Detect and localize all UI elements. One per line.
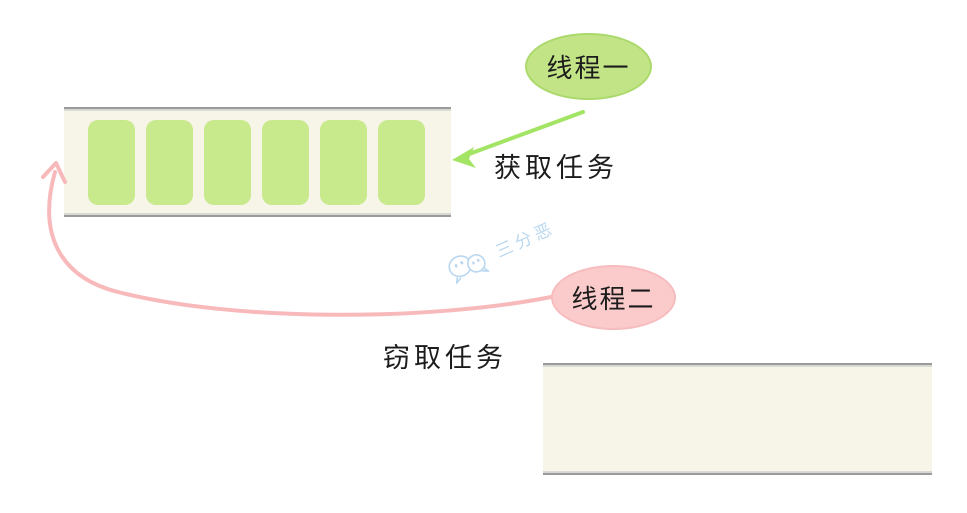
watermark-text: 三分恶 (492, 217, 558, 261)
task-item (320, 119, 367, 205)
thread-one-bubble: 线程一 (525, 33, 652, 100)
task-item (204, 119, 251, 205)
task-item (378, 119, 425, 205)
task-item (88, 119, 135, 205)
thread-two-bubble: 线程二 (551, 265, 676, 330)
thread-two-label: 线程二 (571, 285, 656, 314)
watermark: 三分恶 (438, 206, 561, 290)
task-queue-thread-one (64, 107, 451, 217)
task-queue-thread-two-empty (543, 363, 932, 475)
task-item (146, 119, 193, 205)
steal-task-label: 窃取任务 (383, 343, 507, 373)
fetch-task-label: 获取任务 (494, 153, 618, 183)
thread-one-label: 线程一 (546, 54, 631, 83)
task-item (262, 119, 309, 205)
chat-bubbles-icon (448, 254, 490, 284)
